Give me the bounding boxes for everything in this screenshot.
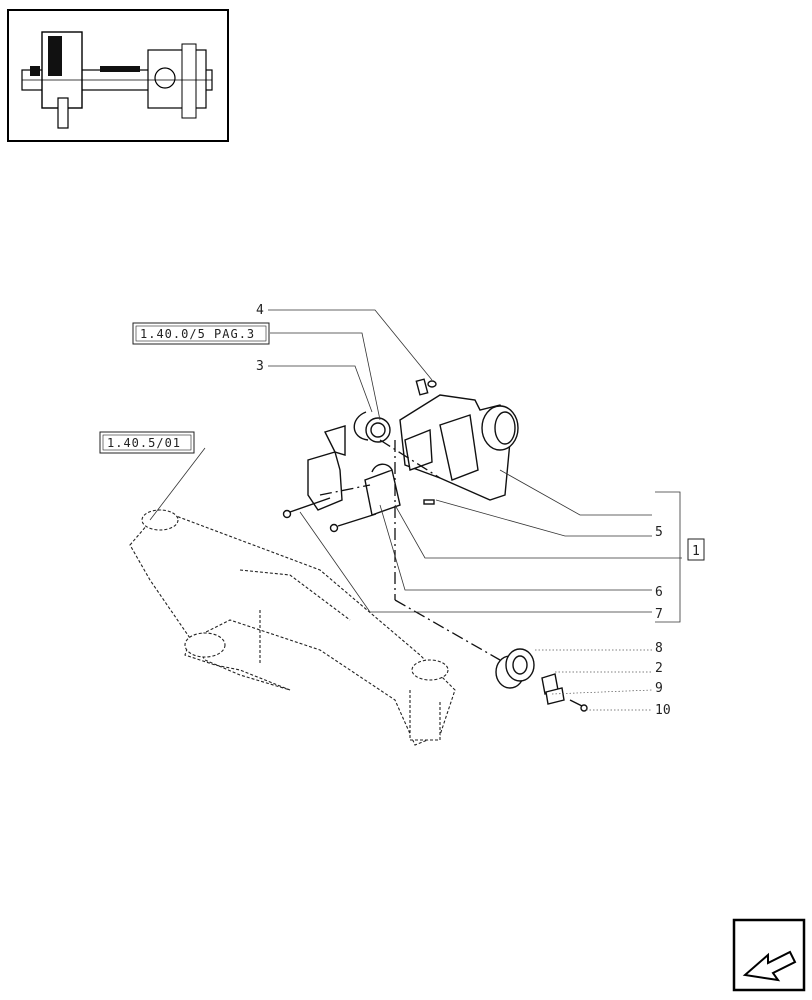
next-page-arrow-icon[interactable] bbox=[732, 918, 806, 992]
svg-text:1: 1 bbox=[692, 544, 700, 559]
leader-lines bbox=[149, 309, 682, 711]
label-10: 10 bbox=[655, 703, 671, 718]
clamp-cap-right bbox=[364, 463, 401, 516]
reference-box-top[interactable]: 1.40.0/5 PAG.3 bbox=[132, 322, 270, 345]
label-4: 4 bbox=[256, 303, 264, 318]
drive-housing bbox=[399, 394, 519, 501]
group-label-1: 1 bbox=[687, 538, 705, 561]
snap-ring bbox=[353, 411, 369, 441]
long-bolt-right bbox=[329, 513, 377, 533]
fixing-screw bbox=[569, 699, 588, 712]
label-2: 2 bbox=[655, 661, 663, 676]
bolt-top bbox=[415, 378, 437, 396]
retainer-clip bbox=[545, 687, 565, 705]
label-7: 7 bbox=[655, 607, 663, 622]
axle-thumbnail-icon[interactable] bbox=[7, 9, 229, 142]
label-5: 5 bbox=[655, 525, 663, 540]
long-bolt-left bbox=[282, 497, 331, 519]
label-9: 9 bbox=[655, 681, 663, 696]
axle-housing bbox=[129, 509, 456, 746]
assembly-axis bbox=[319, 439, 501, 661]
coupling-sleeve bbox=[495, 648, 535, 689]
clamp-cap-left bbox=[307, 425, 346, 511]
label-8: 8 bbox=[655, 641, 663, 656]
dowel-pin bbox=[423, 499, 435, 505]
reference-box-left[interactable]: 1.40.5/01 bbox=[99, 431, 195, 454]
svg-text:1.40.0/5 PAG.3: 1.40.0/5 PAG.3 bbox=[140, 327, 255, 341]
label-3: 3 bbox=[256, 359, 264, 374]
seal-washer bbox=[365, 417, 391, 443]
label-6: 6 bbox=[655, 585, 663, 600]
svg-text:1.40.5/01: 1.40.5/01 bbox=[107, 436, 181, 450]
